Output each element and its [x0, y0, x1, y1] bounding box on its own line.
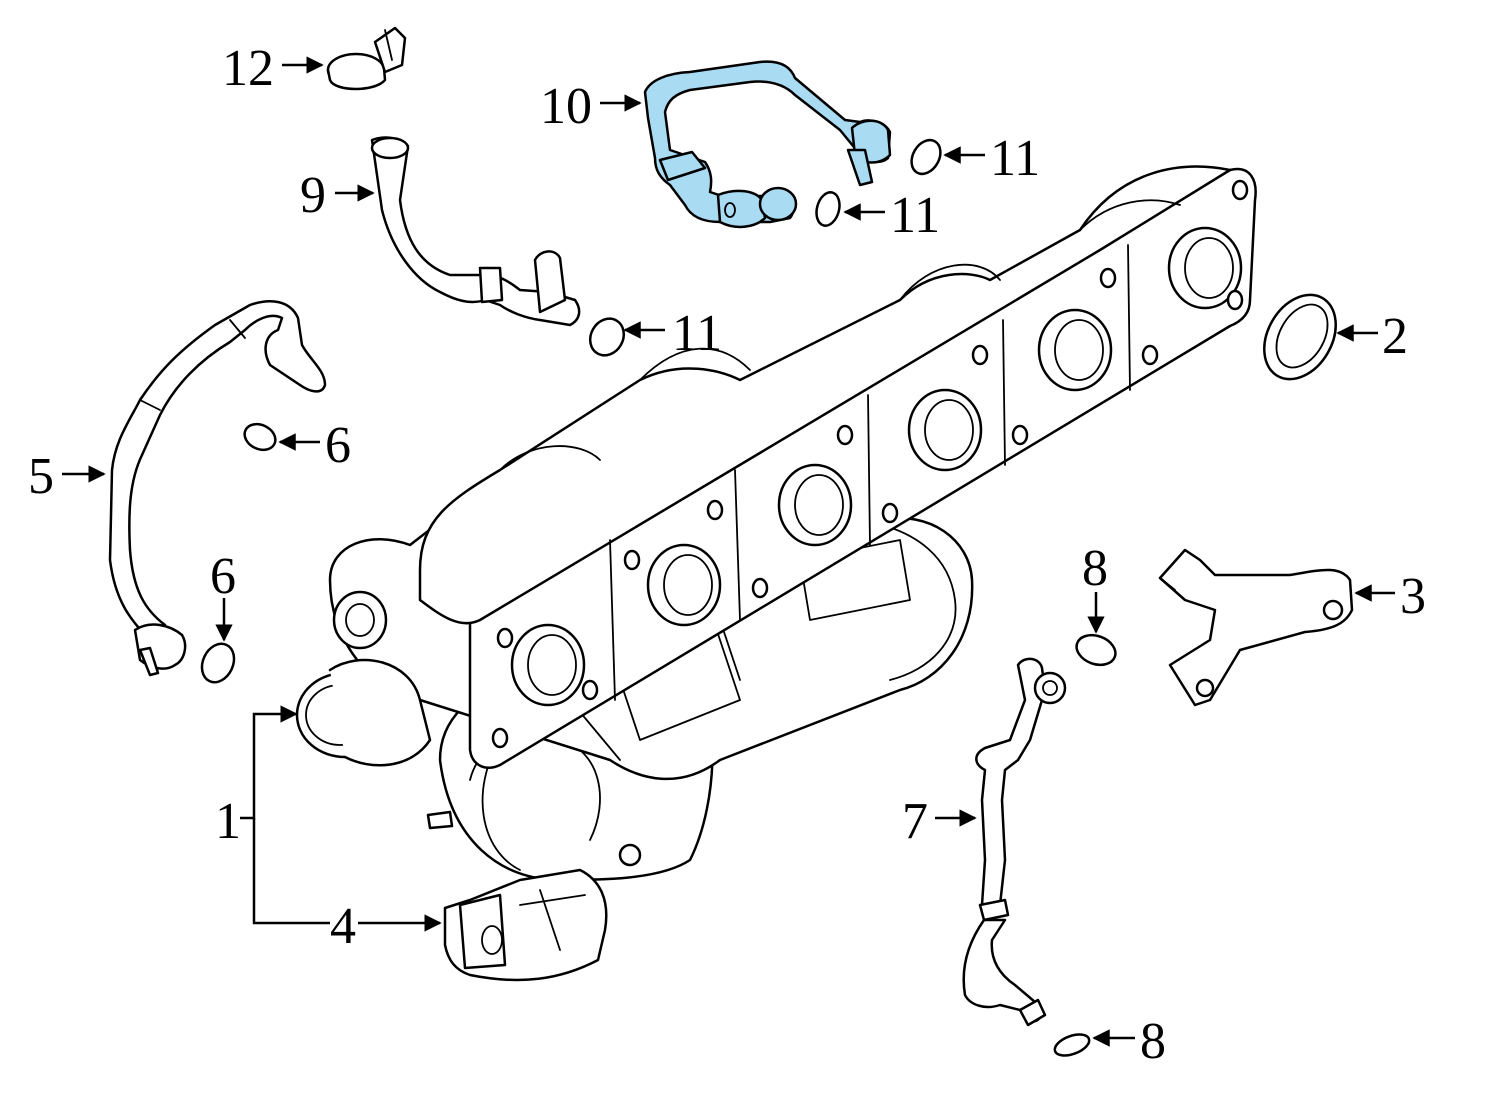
callout-9: 9: [300, 167, 326, 224]
oil-return-line: [962, 657, 1067, 1027]
callout-11-middle: 11: [890, 187, 940, 244]
leader-lines: [62, 56, 1395, 1047]
oil-feed-line: [108, 300, 327, 677]
o-ring-11-lower: [588, 317, 626, 357]
callout-8-upper: 8: [1082, 540, 1108, 597]
callout-5: 5: [28, 448, 54, 505]
o-ring-11-upper: [910, 138, 942, 176]
callout-3: 3: [1400, 568, 1426, 625]
o-ring-8-lower: [1053, 1033, 1091, 1057]
callout-10: 10: [540, 78, 592, 135]
callout-11-upper: 11: [990, 130, 1040, 187]
coolant-line: [370, 136, 581, 327]
callout-1: 1: [215, 793, 241, 850]
support-bracket: [1158, 548, 1354, 707]
turbo-coolant-pipe-highlighted: [643, 60, 892, 229]
callout-labels: 12 10 11 11 11 9 2 6 5 6 8 3 7 1 4 8: [28, 40, 1426, 1070]
turbo-gasket: [1263, 293, 1337, 381]
o-ring-6-upper: [243, 422, 277, 452]
o-ring-6-lower: [200, 642, 236, 684]
callout-7: 7: [902, 793, 928, 850]
callout-11-lower: 11: [672, 305, 722, 362]
o-ring-11-middle: [815, 191, 841, 227]
flange-bolt-holes: [491, 179, 1249, 749]
callout-2: 2: [1382, 308, 1408, 365]
callout-4: 4: [330, 898, 356, 955]
o-ring-8-upper: [1075, 633, 1117, 667]
manifold-ports: [510, 226, 1243, 707]
callout-6-upper: 6: [325, 417, 351, 474]
callout-8-lower: 8: [1140, 1013, 1166, 1070]
wastegate-actuator: [443, 868, 608, 982]
callout-12: 12: [222, 40, 274, 97]
turbocharger-assembly: [295, 165, 1257, 882]
hose-clamp: [326, 26, 407, 91]
callout-6-lower: 6: [210, 548, 236, 605]
